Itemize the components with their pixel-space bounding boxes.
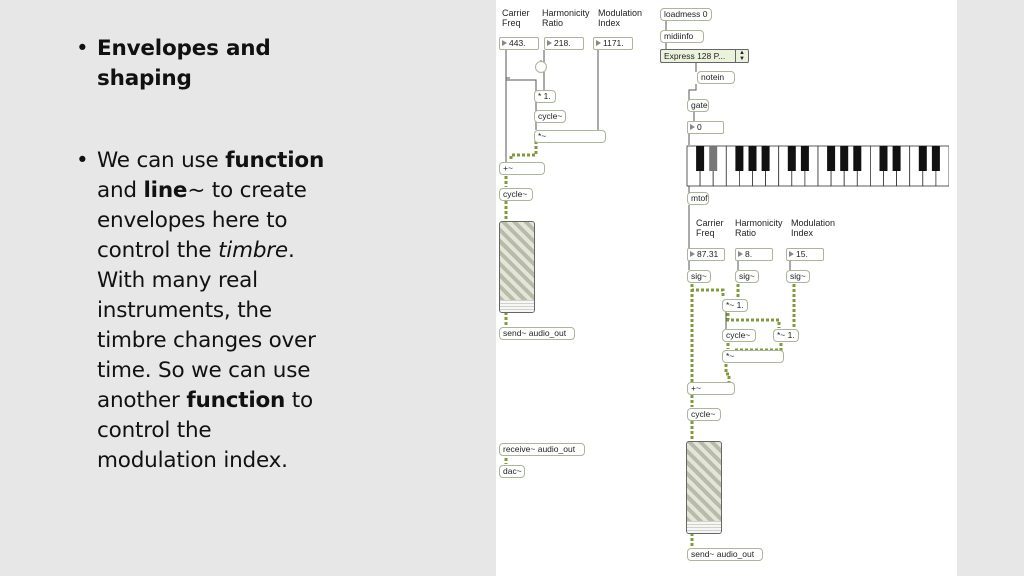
body-text: ~ to create envelopes here to control th… [97,178,307,263]
send-audio-object[interactable]: send~ audio_out [499,327,575,340]
black-key[interactable] [787,146,796,171]
mtof-object[interactable]: mtof [687,192,709,205]
black-key[interactable] [709,146,718,171]
black-key[interactable] [827,146,836,171]
label-carrier-freq: Carrier Freq [502,8,530,28]
scope-display[interactable] [686,441,722,534]
dac-object[interactable]: dac~ [499,465,525,478]
black-key[interactable] [918,146,927,171]
label-harmonicity-ratio: Harmonicity Ratio [542,8,590,28]
max-patch-screenshot: Carrier Freq Harmonicity Ratio Modulatio… [496,0,957,576]
scope-display[interactable] [499,221,535,313]
label-modulation-index: Modulation Index [598,8,643,28]
body-bold-line: line [143,178,188,203]
cycle-out-object[interactable]: cycle~ [687,408,721,421]
label-harmonicity-ratio: Harmonicity Ratio [735,218,783,238]
bullet-glyph: • [76,36,89,61]
signal-multiply-object[interactable]: *~ [722,350,784,363]
black-key[interactable] [696,146,705,171]
label-carrier-freq: Carrier Freq [696,218,724,238]
body-text: and [97,178,144,203]
toggle-button[interactable] [535,61,547,73]
black-key[interactable] [892,146,901,171]
body-bold-function: function [225,148,325,173]
body-bold-function: function [186,388,286,413]
black-key[interactable] [840,146,849,171]
slide-text-panel: • Envelopes and shaping • We can use fun… [76,34,336,476]
signal-add-object[interactable]: +~ [499,162,545,175]
patch-cords [504,21,796,548]
cycle-object[interactable]: cycle~ [534,110,566,123]
body-italic-timbre: timbre [218,238,288,263]
kslider-keyboard[interactable] [686,145,949,187]
receive-audio-object[interactable]: receive~ audio_out [499,443,585,456]
cycle-object[interactable]: cycle~ [722,329,756,342]
body-text: . With many real instruments, the timbre… [97,238,316,413]
black-key[interactable] [800,146,809,171]
gate-object[interactable]: gate [687,99,709,112]
signal-add-object[interactable]: +~ [687,382,735,395]
black-key[interactable] [735,146,744,171]
menu-value: Express 128 P... [664,51,726,61]
midi-port-menu[interactable]: Express 128 P... ▲▼ [660,49,749,63]
harmonicity-number[interactable]: 8. [735,248,773,261]
send-audio-object[interactable]: send~ audio_out [687,548,763,561]
black-key[interactable] [853,146,862,171]
body-text: to control the modulation index. [97,388,313,473]
bullet-envelopes: • Envelopes and shaping [76,34,336,94]
black-key[interactable] [748,146,757,171]
bullet-heading: Envelopes and shaping [97,36,271,91]
signal-multiply-object[interactable]: *~ 1. [773,329,799,342]
modulation-number[interactable]: 15. [786,248,824,261]
bullet-glyph: • [76,148,89,173]
carrier-freq-number[interactable]: 443. [499,37,539,50]
note-number-box[interactable]: 0 [687,121,724,134]
loadmess-object[interactable]: loadmess 0 [660,8,712,21]
modulation-number[interactable]: 1171. [593,37,633,50]
sig-object[interactable]: sig~ [786,270,810,283]
harmonicity-number[interactable]: 218. [544,37,584,50]
scope-scrollbar [500,300,534,312]
label-modulation-index: Modulation Index [791,218,836,238]
bullet-body: • We can use function and line~ to creat… [76,146,336,476]
carrier-freq-number[interactable]: 87.31 [687,248,725,261]
signal-multiply-object[interactable]: *~ [534,130,606,143]
updown-arrow-icon: ▲▼ [735,50,748,62]
cycle-out-object[interactable]: cycle~ [499,188,533,201]
sig-object[interactable]: sig~ [735,270,759,283]
black-key[interactable] [931,146,940,171]
scope-scrollbar [687,521,721,533]
notein-object[interactable]: notein [697,71,735,84]
black-key[interactable] [761,146,770,171]
signal-multiply-object[interactable]: *~ 1. [722,299,748,312]
body-text: We can use [97,148,226,173]
multiply-object[interactable]: * 1. [534,90,556,103]
midiinfo-object[interactable]: midiinfo [660,30,704,43]
sig-object[interactable]: sig~ [687,270,711,283]
black-key[interactable] [879,146,888,171]
